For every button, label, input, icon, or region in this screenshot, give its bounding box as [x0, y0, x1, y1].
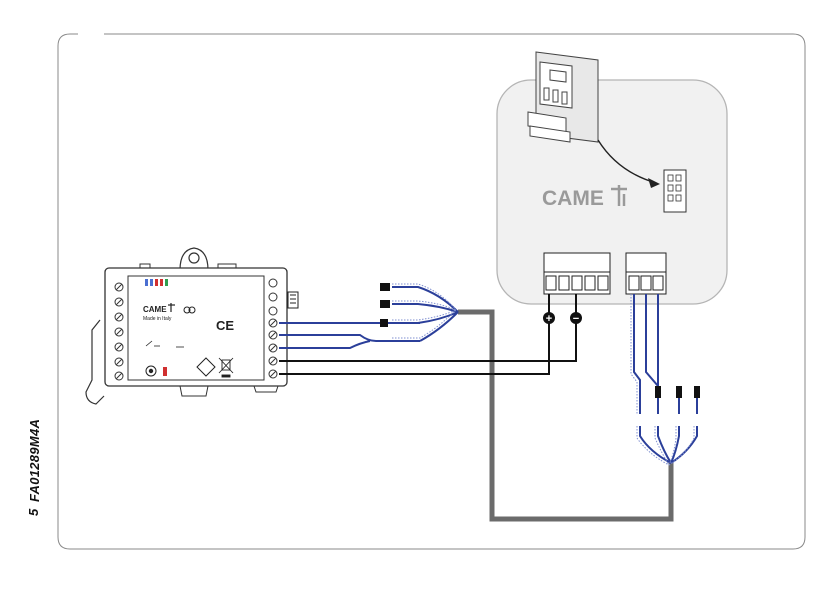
- terminal-minus-marker: −: [570, 312, 582, 325]
- right-bundle-strand-stubs: [679, 398, 697, 414]
- board-brand-logo: CAME: [542, 187, 604, 210]
- control-board: CAME: [497, 52, 727, 304]
- wire-end-cap: [380, 319, 388, 327]
- svg-text:+: +: [546, 313, 552, 325]
- terminal-plus-marker: +: [543, 312, 555, 325]
- led-blue-2: [150, 279, 153, 286]
- module-side-connector: [288, 292, 298, 308]
- module-brand-logo: CAME: [143, 305, 167, 314]
- wire-end-cap: [655, 386, 661, 398]
- wire-end-cap: [676, 386, 682, 398]
- led-green: [165, 279, 168, 286]
- led-blue-1: [145, 279, 148, 286]
- board-card-socket: [664, 170, 686, 212]
- led-red-2: [160, 279, 163, 286]
- interface-module: CAME Made in Italy CE: [86, 248, 298, 404]
- module-made-in: Made in Italy: [143, 316, 172, 322]
- module-ce-mark: CE: [216, 318, 234, 333]
- module-body: [105, 268, 287, 386]
- left-blue-bundle: [392, 287, 458, 341]
- gray-bus-cable: [458, 312, 671, 519]
- wire-end-cap: [380, 300, 390, 308]
- black-wire-minus: [279, 318, 576, 361]
- black-wire-plus: [279, 318, 549, 374]
- blue-wires-module: [279, 323, 420, 348]
- wire-end-cap: [694, 386, 700, 398]
- left-bundle-dotted-strands: [392, 284, 456, 338]
- svg-text:−: −: [573, 313, 579, 325]
- right-blue-bundle: [634, 294, 697, 463]
- power-terminal-block: [544, 253, 610, 294]
- signal-terminal-block: [626, 253, 666, 294]
- led-red-1: [155, 279, 158, 286]
- wire-end-cap: [380, 283, 390, 291]
- plug-in-card: [528, 52, 598, 142]
- module-status-led: [163, 367, 167, 376]
